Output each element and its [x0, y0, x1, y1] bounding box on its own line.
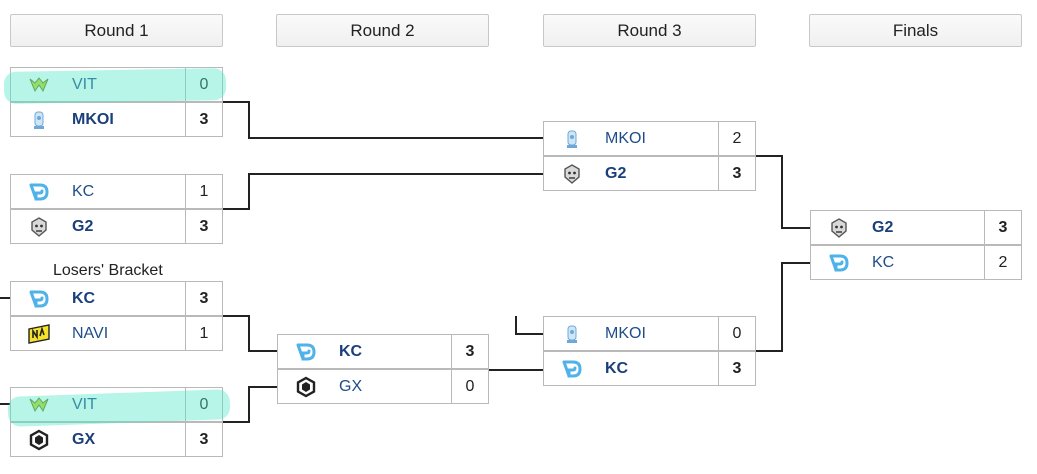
mkoi-trophy-icon [560, 127, 584, 151]
connector-r3m2 [755, 262, 810, 352]
kc-logo-icon [27, 180, 51, 204]
team-name: KC [872, 253, 895, 271]
team-score: 3 [718, 157, 755, 190]
connector-r1m3 [222, 315, 277, 352]
g2-samurai-icon [27, 215, 51, 239]
g2-samurai-icon [560, 162, 584, 186]
team-name: VIT [72, 395, 97, 413]
team-slot[interactable]: G2 3 [810, 210, 1022, 245]
team-score: 0 [185, 68, 222, 101]
connector-r3m1 [755, 155, 810, 229]
team-score: 2 [718, 122, 755, 155]
round-header-finals: Finals [809, 14, 1022, 47]
team-name: G2 [605, 164, 627, 182]
team-slot[interactable]: VIT 0 [10, 387, 223, 422]
team-name: KC [605, 359, 629, 377]
team-score: 3 [185, 282, 222, 315]
team-name: MKOI [72, 110, 114, 128]
team-name: MKOI [605, 129, 646, 147]
team-name: KC [339, 342, 363, 360]
kc-logo-icon [294, 340, 318, 364]
gx-hexagon-icon [27, 428, 51, 452]
team-score: 2 [984, 246, 1021, 279]
team-score: 1 [185, 317, 222, 350]
team-name: NAVI [72, 324, 109, 342]
team-slot[interactable]: NAVI 1 [10, 316, 223, 351]
team-slot[interactable]: MKOI 3 [10, 102, 223, 137]
team-name: GX [72, 430, 96, 448]
team-slot[interactable]: VIT 0 [10, 67, 223, 102]
team-score: 3 [984, 211, 1021, 244]
team-score: 0 [185, 388, 222, 421]
team-slot[interactable]: MKOI 2 [543, 121, 756, 156]
team-name: VIT [72, 75, 97, 93]
team-score: 3 [718, 352, 755, 385]
team-slot[interactable]: GX 3 [10, 422, 223, 457]
vitality-bee-icon [27, 73, 51, 97]
kc-logo-icon [827, 251, 851, 275]
round-header-2: Round 2 [276, 14, 489, 47]
losers-bracket-label: Losers' Bracket [53, 262, 163, 279]
kc-logo-icon [560, 357, 584, 381]
team-slot[interactable]: KC 3 [10, 281, 223, 316]
team-score: 1 [185, 175, 222, 208]
team-name: MKOI [605, 324, 646, 342]
round-header-3: Round 3 [543, 14, 756, 47]
team-name: KC [72, 182, 95, 200]
gx-hexagon-icon [294, 375, 318, 399]
team-slot[interactable]: MKOI 0 [543, 316, 756, 351]
team-score: 3 [185, 103, 222, 136]
g2-samurai-icon [827, 216, 851, 240]
team-slot[interactable]: GX 0 [277, 369, 489, 404]
team-name: G2 [72, 217, 94, 235]
team-name: G2 [872, 218, 894, 236]
team-score: 3 [185, 210, 222, 243]
team-score: 3 [185, 423, 222, 456]
kc-logo-icon [27, 287, 51, 311]
mkoi-trophy-icon [27, 108, 51, 132]
team-slot[interactable]: KC 2 [810, 245, 1022, 280]
connector-r1m1 [222, 101, 543, 139]
team-slot[interactable]: KC 3 [277, 334, 489, 369]
connector-r3m2-in [515, 316, 543, 335]
navi-logo-icon [27, 322, 51, 346]
team-slot[interactable]: G2 3 [543, 156, 756, 191]
team-slot[interactable]: G2 3 [10, 209, 223, 244]
connector-r1m2 [222, 173, 543, 210]
team-name: GX [339, 377, 363, 395]
team-slot[interactable]: KC 1 [10, 174, 223, 209]
round-header-1: Round 1 [10, 14, 223, 47]
team-score: 0 [451, 370, 488, 403]
team-score: 3 [451, 335, 488, 368]
team-score: 0 [718, 317, 755, 350]
connector-r1m4 [222, 386, 277, 423]
vitality-bee-icon [27, 393, 51, 417]
team-slot[interactable]: KC 3 [543, 351, 756, 386]
team-name: KC [72, 289, 96, 307]
mkoi-trophy-icon [560, 322, 584, 346]
